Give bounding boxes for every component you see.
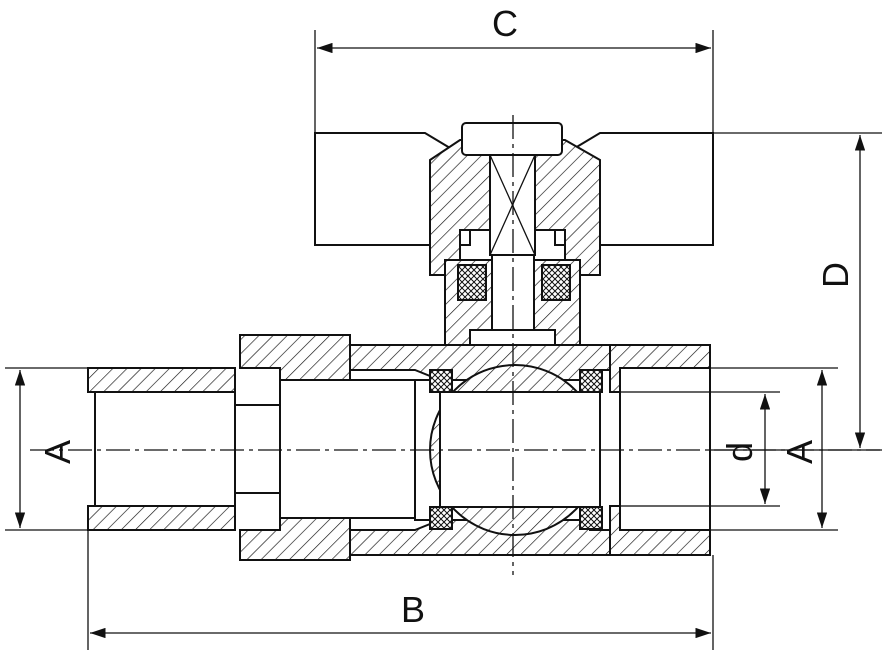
right-end [609,344,711,556]
dimension-b: B [87,530,714,650]
dimension-small-d: d [710,391,780,507]
dimension-c: C [314,3,714,133]
dimension-a-left: A [5,367,88,531]
label-a-left: A [37,440,78,464]
hex-nut [461,122,563,156]
label-d: D [815,262,856,288]
label-a-right: A [779,440,820,464]
left-fitting [87,367,281,531]
label-b: B [401,589,425,630]
union-nut [239,334,416,561]
label-c: C [492,3,518,44]
dimension-a-right: A [710,367,838,531]
dimension-d: D [710,132,882,451]
label-small-d: d [719,442,760,462]
handle [314,122,714,276]
